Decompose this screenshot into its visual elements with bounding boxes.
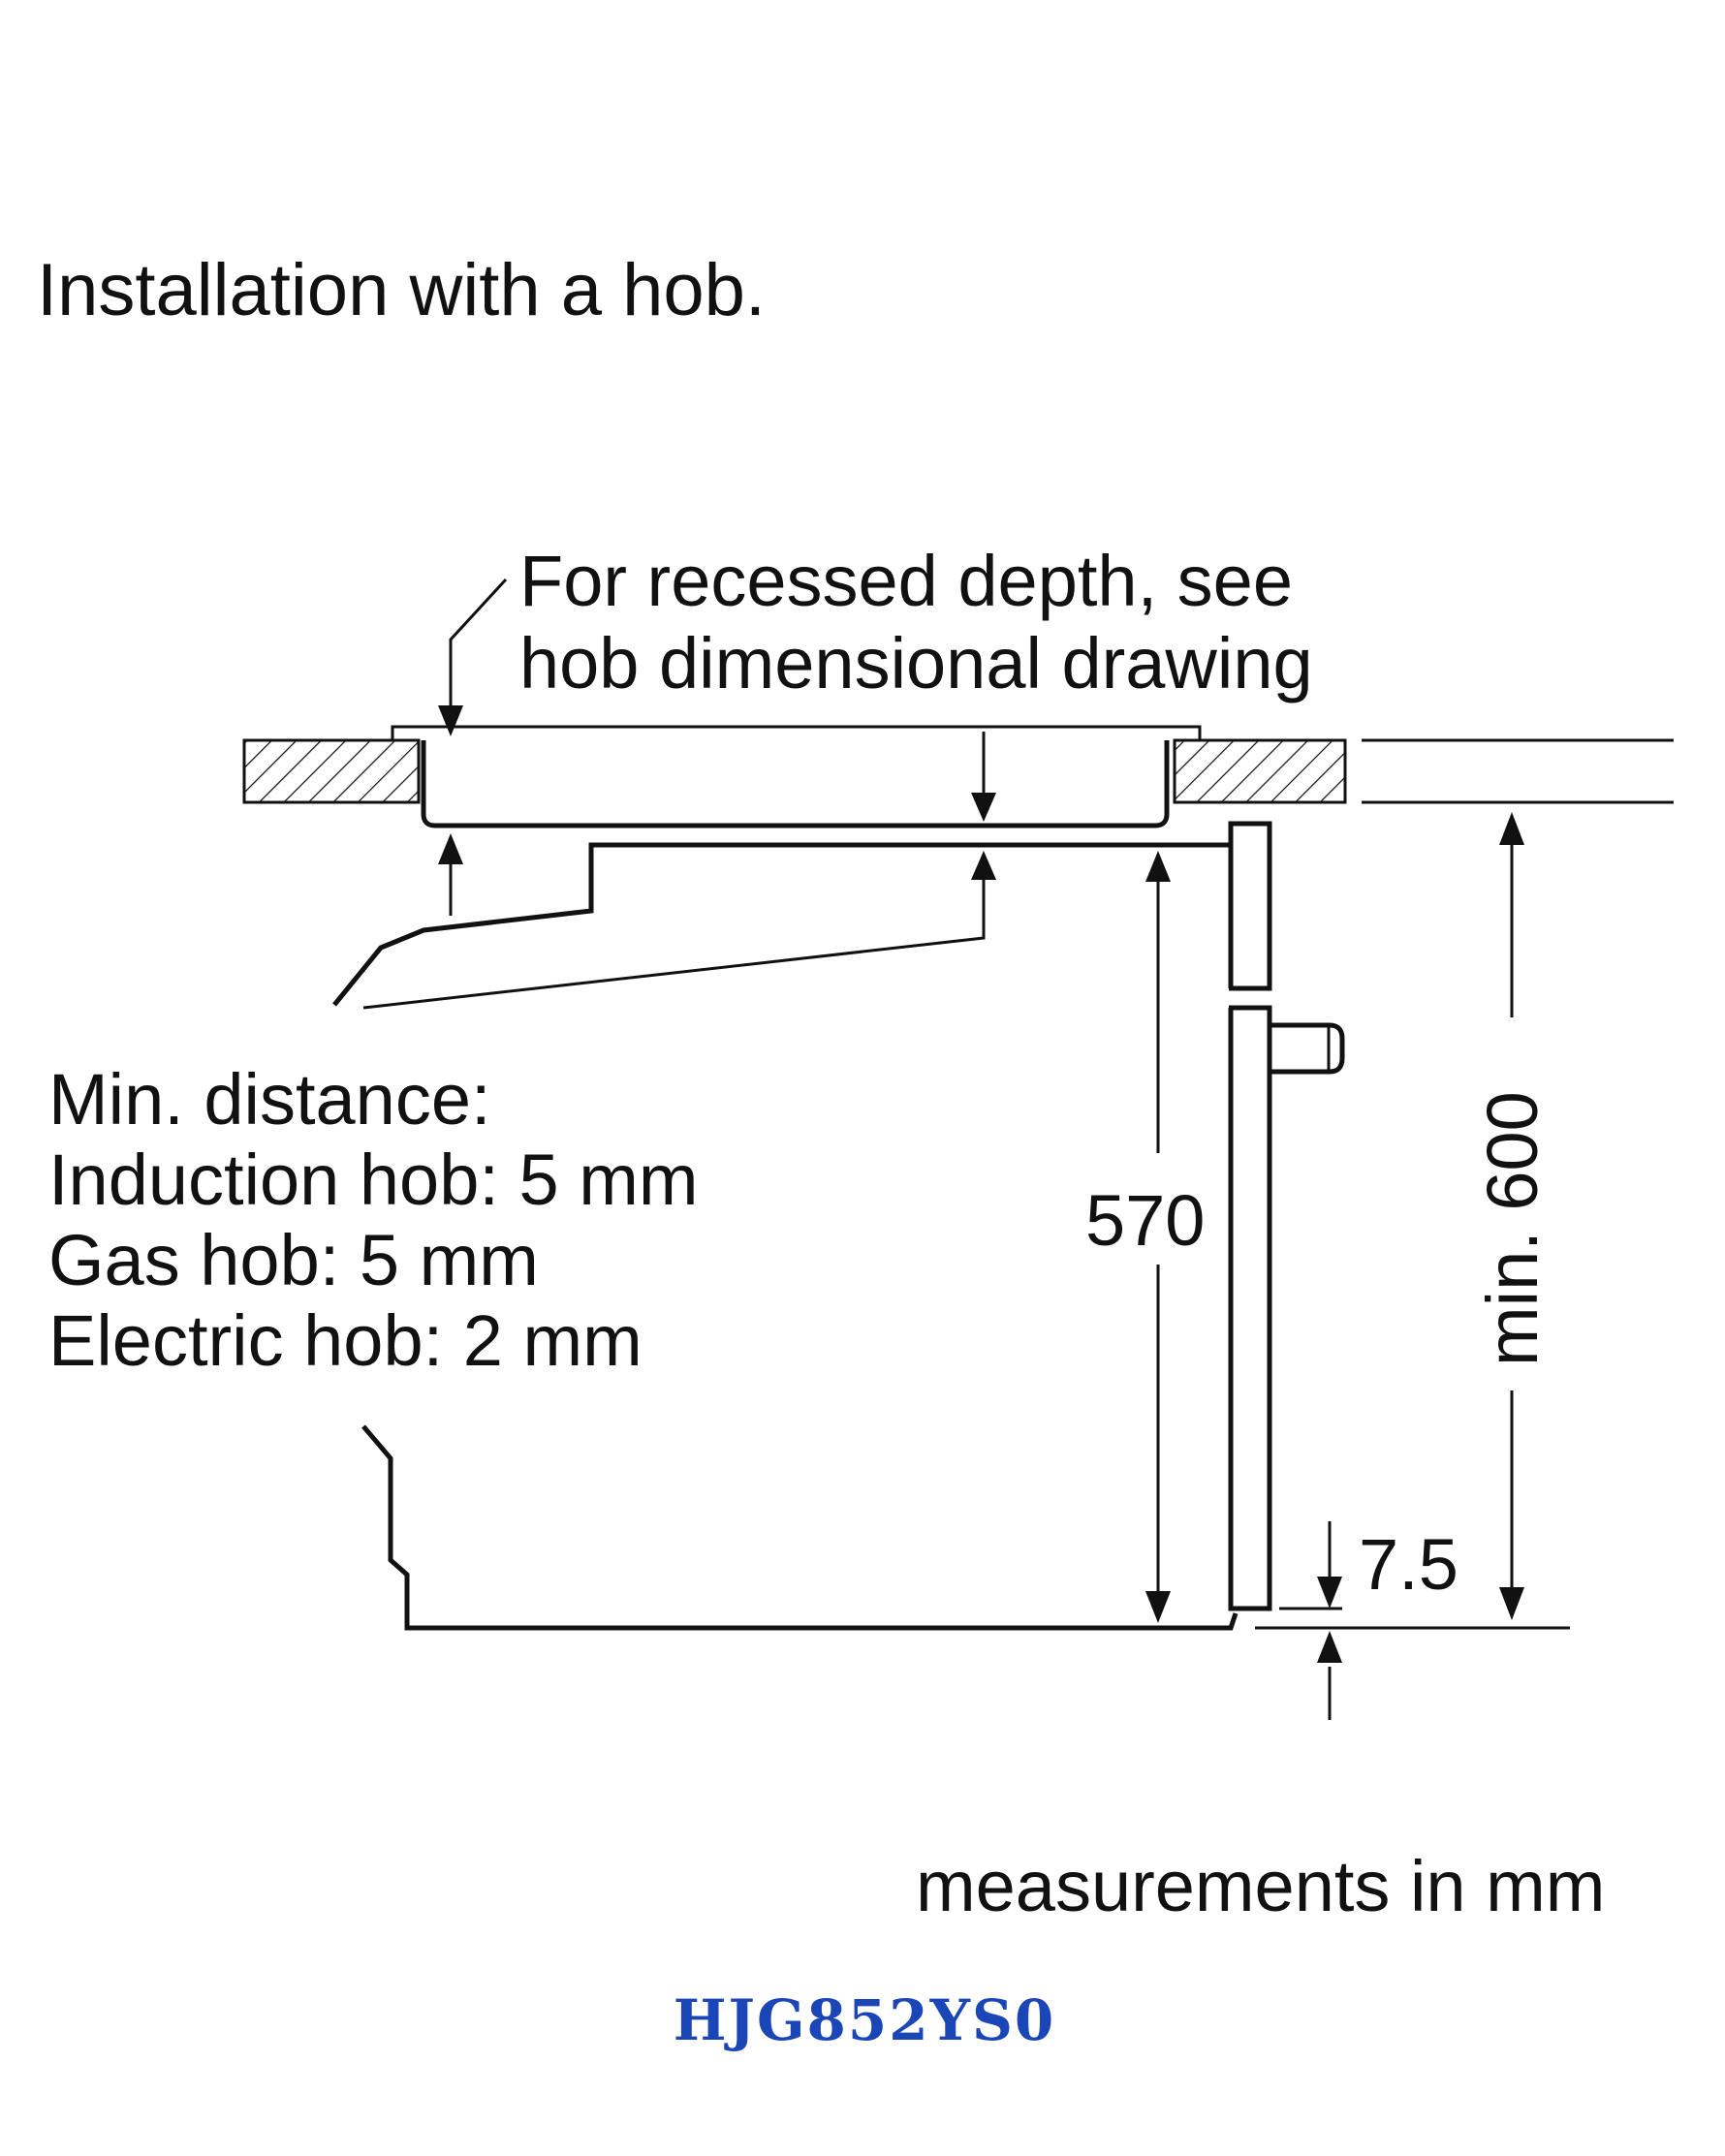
min-distance-heading: Min. distance: xyxy=(48,1059,491,1140)
min-distance-electric: Electric hob: 2 mm xyxy=(48,1300,643,1381)
diagram-title: Installation with a hob. xyxy=(37,249,766,331)
dim-570-label: 570 xyxy=(1085,1180,1205,1261)
dim-600-arrow-bottom xyxy=(1499,1587,1524,1620)
model-number: HJG852YS0 xyxy=(674,1987,1056,2053)
oven-front-upper xyxy=(1228,821,1272,991)
control-knob xyxy=(1270,1022,1345,1075)
worktop-right xyxy=(1173,738,1347,804)
oven-top-outline xyxy=(332,842,1231,1007)
min-gap-arrow-left-head xyxy=(438,833,463,864)
recess-arrow-head xyxy=(438,705,463,736)
units-note: measurements in mm xyxy=(916,1846,1605,1926)
oven-front-door xyxy=(1228,1005,1272,1611)
min-distance-induction: Induction hob: 5 mm xyxy=(48,1140,698,1220)
min-gap-arrow-top-head xyxy=(971,793,996,822)
dim-570-arrow-top xyxy=(1145,851,1171,882)
oven-bottom-outline xyxy=(361,1424,1239,1631)
min-distance-gas: Gas hob: 5 mm xyxy=(48,1220,539,1300)
hob-body xyxy=(421,740,1170,828)
worktop-left xyxy=(242,738,421,804)
dim-7-5-arrow-down-head xyxy=(1317,1577,1342,1609)
hob-top-plate xyxy=(391,725,1202,740)
dim-600-label: min. 600 xyxy=(1472,1091,1552,1366)
dim-570-arrow-bottom xyxy=(1145,1591,1171,1623)
recess-leader-line xyxy=(449,578,508,707)
dim-600-arrow-top xyxy=(1499,812,1524,845)
recess-note-line-1: For recessed depth, see xyxy=(519,541,1293,621)
dim-7-5-label: 7.5 xyxy=(1359,1524,1458,1605)
min-gap-leader-line xyxy=(362,877,986,1010)
min-gap-arrow-bottom-head xyxy=(971,851,996,880)
dim-7-5-arrow-up-head xyxy=(1317,1631,1342,1663)
recess-note-line-2: hob dimensional drawing xyxy=(519,623,1313,703)
